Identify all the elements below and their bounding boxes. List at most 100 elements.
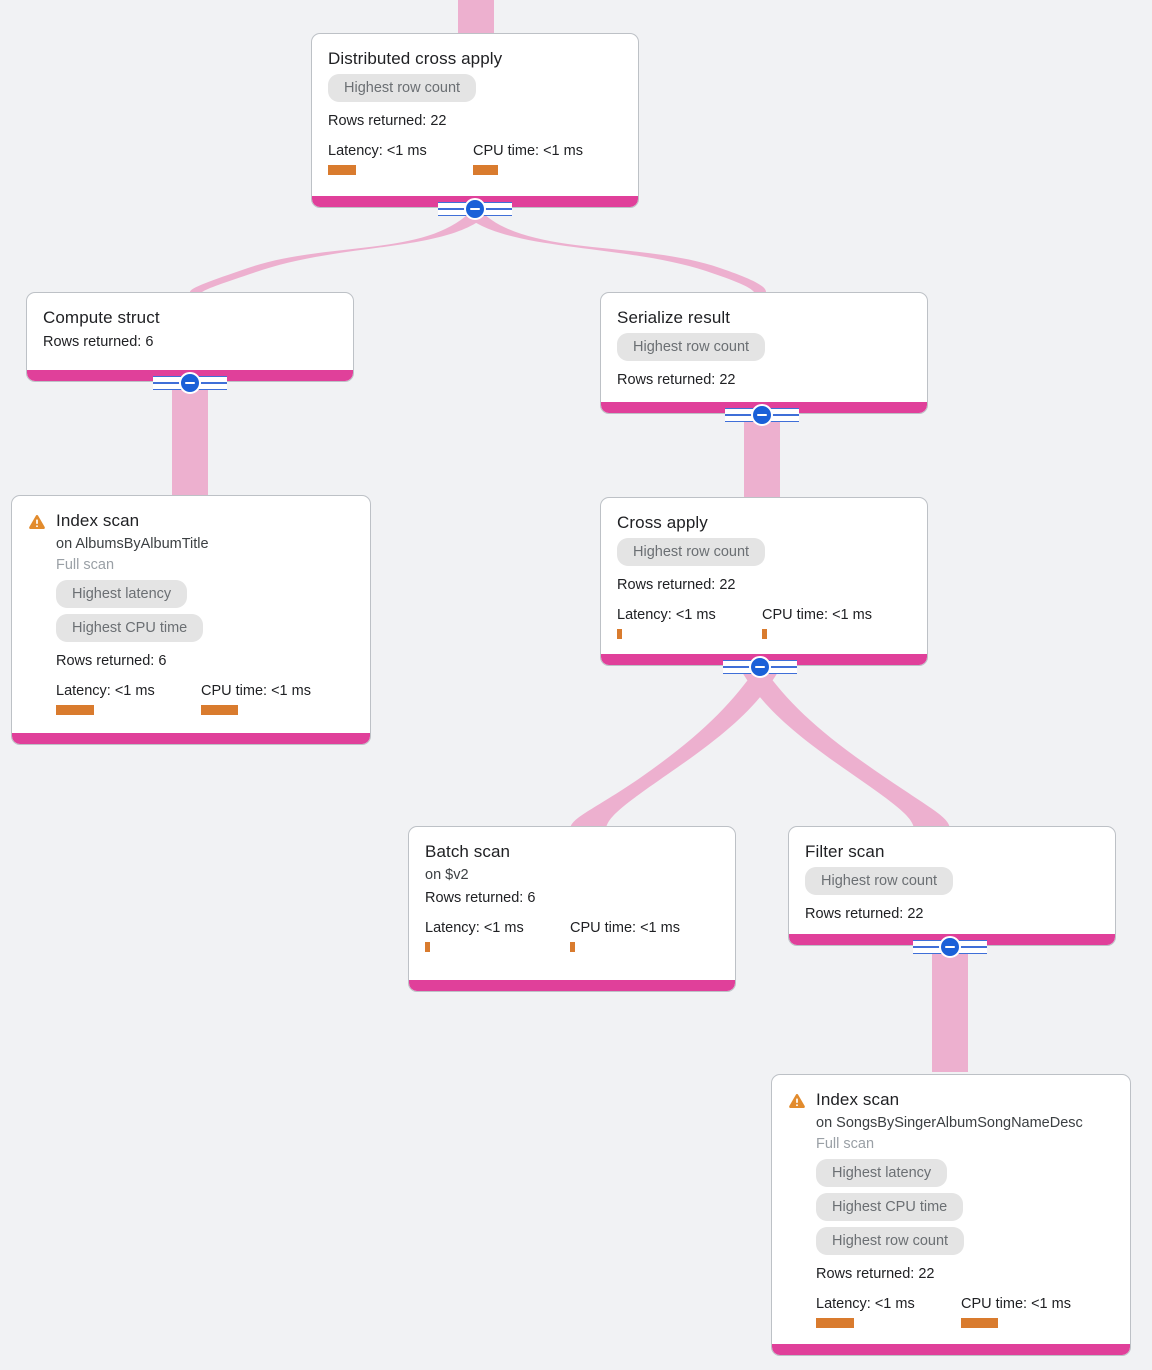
metric-cpu-time-label: CPU time: <1 ms	[762, 607, 872, 623]
metric-cpu-time: CPU time: <1 ms	[762, 605, 872, 639]
metric-latency-bar	[328, 165, 356, 175]
metric-cpu-time-bar	[961, 1318, 998, 1328]
metric-latency-label: Latency: <1 ms	[328, 143, 427, 159]
metric-list: Latency: <1 ms CPU time: <1 ms	[328, 141, 622, 175]
node-scan-note: Full scan	[816, 1136, 875, 1152]
node-title: Batch scan	[425, 842, 511, 861]
edge-filter-scan-to-index-scan	[932, 946, 968, 1072]
badge-list: Highest row count	[805, 867, 1099, 901]
badge-highest-row-count: Highest row count	[816, 1227, 965, 1255]
metric-latency-bar	[425, 942, 430, 952]
metric-latency-bar	[816, 1318, 854, 1328]
node-header: Index scan	[28, 510, 354, 532]
metric-cpu-time: CPU time: <1 ms	[961, 1294, 1071, 1328]
rows-returned: Rows returned: 6	[425, 890, 536, 906]
metric-cpu-time-bar	[762, 629, 767, 639]
node-subtitle: on $v2	[425, 867, 469, 883]
node-footer-bar	[772, 1344, 1130, 1355]
node-header: Distributed cross apply	[328, 48, 622, 70]
toggle-knob	[749, 656, 771, 678]
metric-latency: Latency: <1 ms	[56, 681, 201, 715]
node-subtitle: on SongsBySingerAlbumSongNameDesc	[816, 1115, 1083, 1131]
collapse-toggle-cross-apply[interactable]	[723, 655, 797, 679]
badge-list: Highest row count	[328, 74, 622, 108]
metric-latency-label: Latency: <1 ms	[617, 607, 716, 623]
node-batch-scan[interactable]: Batch scan on $v2 Rows returned: 6 Laten…	[408, 826, 736, 992]
node-distributed-cross-apply[interactable]: Distributed cross apply Highest row coun…	[311, 33, 639, 208]
metric-list: Latency: <1 ms CPU time: <1 ms	[425, 918, 719, 952]
node-header: Cross apply	[617, 512, 911, 534]
badge-list: Highest row count	[617, 538, 911, 572]
badge-highest-row-count: Highest row count	[617, 333, 766, 361]
badge-highest-row-count: Highest row count	[617, 538, 766, 566]
metric-cpu-time: CPU time: <1 ms	[570, 918, 680, 952]
metric-latency-label: Latency: <1 ms	[816, 1296, 915, 1312]
toggle-knob	[939, 936, 961, 958]
badge-list: Highest row count	[617, 333, 911, 367]
badge-list: Highest latency Highest CPU time	[56, 580, 354, 648]
badge-list: Highest latency Highest CPU time Highest…	[816, 1159, 1114, 1261]
node-index-scan-songs[interactable]: Index scan on SongsBySingerAlbumSongName…	[771, 1074, 1131, 1356]
node-compute-struct[interactable]: Compute struct Rows returned: 6	[26, 292, 354, 382]
node-subtitle: on AlbumsByAlbumTitle	[56, 536, 209, 552]
badge-highest-latency: Highest latency	[56, 580, 188, 608]
metric-latency-label: Latency: <1 ms	[425, 920, 524, 936]
node-header: Filter scan	[805, 841, 1099, 863]
metric-list: Latency: <1 ms CPU time: <1 ms	[617, 605, 911, 639]
metric-cpu-time-label: CPU time: <1 ms	[201, 683, 311, 699]
metric-cpu-time-bar	[570, 942, 575, 952]
rows-returned: Rows returned: 22	[805, 906, 924, 922]
node-filter-scan[interactable]: Filter scan Highest row count Rows retur…	[788, 826, 1116, 946]
node-serialize-result[interactable]: Serialize result Highest row count Rows …	[600, 292, 928, 414]
node-title: Index scan	[816, 1090, 900, 1109]
node-scan-note: Full scan	[56, 557, 115, 573]
toggle-knob	[179, 372, 201, 394]
node-title: Cross apply	[617, 513, 708, 532]
node-cross-apply[interactable]: Cross apply Highest row count Rows retur…	[600, 497, 928, 666]
node-title: Index scan	[56, 511, 140, 530]
toggle-knob	[464, 198, 486, 220]
node-title: Compute struct	[43, 308, 160, 327]
rows-returned: Rows returned: 22	[816, 1266, 935, 1282]
node-title: Serialize result	[617, 308, 731, 327]
node-header: Serialize result	[617, 307, 911, 329]
collapse-toggle-distributed-cross-apply[interactable]	[438, 197, 512, 221]
collapse-toggle-serialize-result[interactable]	[725, 403, 799, 427]
metric-cpu-time-label: CPU time: <1 ms	[473, 143, 583, 159]
metric-cpu-time-bar	[201, 705, 238, 715]
metric-list: Latency: <1 ms CPU time: <1 ms	[56, 681, 354, 715]
badge-highest-latency: Highest latency	[816, 1159, 948, 1187]
rows-returned: Rows returned: 6	[56, 653, 167, 669]
node-header: Index scan	[788, 1089, 1114, 1111]
metric-latency: Latency: <1 ms	[816, 1294, 961, 1328]
rows-returned: Rows returned: 22	[328, 113, 447, 129]
collapse-toggle-compute-struct[interactable]	[153, 371, 227, 395]
metric-cpu-time-label: CPU time: <1 ms	[570, 920, 680, 936]
rows-returned: Rows returned: 22	[617, 577, 736, 593]
metric-latency-bar	[56, 705, 94, 715]
collapse-toggle-filter-scan[interactable]	[913, 935, 987, 959]
node-header: Batch scan	[425, 841, 719, 863]
metric-latency-label: Latency: <1 ms	[56, 683, 155, 699]
metric-cpu-time-bar	[473, 165, 498, 175]
node-footer-bar	[409, 980, 735, 991]
badge-highest-row-count: Highest row count	[328, 74, 477, 102]
rows-returned: Rows returned: 6	[43, 334, 154, 350]
edge-root-stub	[458, 0, 494, 34]
metric-cpu-time: CPU time: <1 ms	[201, 681, 311, 715]
badge-highest-cpu-time: Highest CPU time	[816, 1193, 964, 1221]
edge-compute-struct-to-index-scan	[172, 382, 208, 496]
metric-latency: Latency: <1 ms	[617, 605, 762, 639]
rows-returned: Rows returned: 22	[617, 372, 736, 388]
metric-cpu-time: CPU time: <1 ms	[473, 141, 583, 175]
metric-cpu-time-label: CPU time: <1 ms	[961, 1296, 1071, 1312]
node-footer-bar	[12, 733, 370, 744]
metric-latency: Latency: <1 ms	[328, 141, 473, 175]
node-title: Filter scan	[805, 842, 885, 861]
node-index-scan-albums[interactable]: Index scan on AlbumsByAlbumTitle Full sc…	[11, 495, 371, 745]
edge-cross-apply-to-batch-scan	[570, 666, 778, 830]
toggle-knob	[751, 404, 773, 426]
warning-icon	[28, 513, 46, 531]
badge-highest-cpu-time: Highest CPU time	[56, 614, 204, 642]
node-header: Compute struct	[43, 307, 337, 329]
